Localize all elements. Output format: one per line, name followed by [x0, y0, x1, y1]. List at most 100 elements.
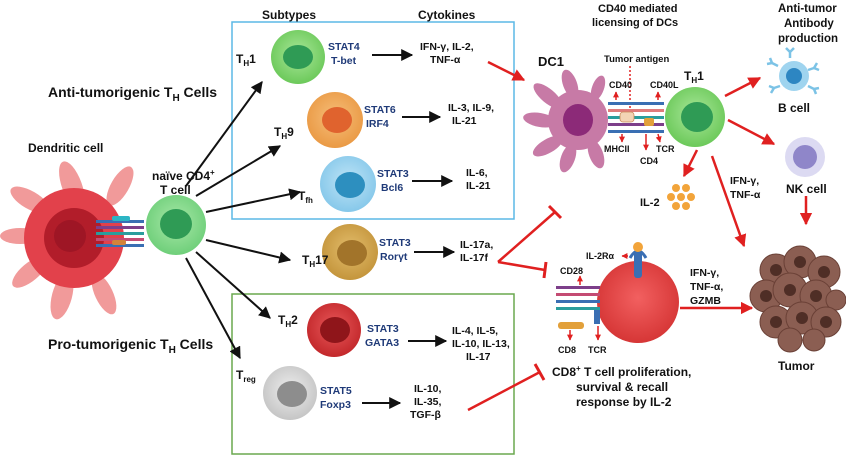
arrow-to-tfh	[205, 188, 302, 213]
th17-cyt-line2: IL-17f	[460, 252, 489, 264]
th1-effector-line1: IFN-γ,	[730, 175, 759, 187]
th2-cyt-line1: IL-4, IL-5,	[452, 325, 498, 337]
tumor-antigen-label: Tumor antigen	[604, 54, 669, 65]
treg-inhibit-bar	[533, 363, 546, 381]
th1-to-il2-arrow	[682, 149, 699, 178]
il2-label: IL-2	[640, 197, 660, 209]
cd8-caption-line3: response by IL-2	[576, 395, 672, 409]
naive-label-line1: naïve CD4+	[152, 168, 215, 183]
antibody-line1: Anti-tumor	[778, 3, 837, 15]
naive-cd4-t-cell	[146, 195, 206, 255]
arrow-to-th17	[205, 239, 292, 264]
th17-label: TH17	[302, 253, 329, 269]
treg-cyt-line1: IL-10,	[414, 383, 442, 395]
anti-tumor-box	[231, 21, 515, 220]
treg-label: Treg	[236, 368, 256, 384]
th17-tf2: Rorγt	[380, 251, 408, 263]
antibody-line3: production	[778, 33, 838, 45]
th2-tf1: STAT3	[367, 323, 399, 335]
th17-inhibit-bar-1	[547, 204, 563, 220]
tfh-tf1: STAT3	[377, 168, 409, 180]
cytokines-header: Cytokines	[418, 8, 476, 22]
cd8-tcr-label: TCR	[588, 345, 607, 355]
differentiation-arrows	[185, 81, 302, 360]
subtypes-header: Subtypes	[262, 8, 316, 22]
th1-tf1: STAT4	[328, 41, 360, 53]
dc1-th1-synapse	[608, 91, 664, 151]
cd40-label: CD40	[609, 80, 632, 90]
tumor-mass	[749, 245, 846, 353]
arrow-to-th2	[195, 251, 271, 319]
pro-tumor-box	[231, 293, 515, 455]
treg-cell	[263, 366, 317, 420]
arrow-to-th1	[185, 81, 263, 187]
cd8-label: CD8	[558, 345, 576, 355]
tfh-cell	[320, 156, 376, 212]
b-cell	[766, 47, 820, 95]
th17-inhibit-bar-2	[542, 261, 548, 279]
th17-inhibit-line-2	[497, 260, 546, 272]
il2-particles	[667, 184, 695, 210]
anti-tumor-label: Anti-tumorigenic TH Cells	[48, 84, 217, 104]
th9-cyt-line2: IL-21	[452, 115, 477, 127]
naive-label-line2: T cell	[160, 183, 191, 197]
dc-licensing-line1: CD40 mediated	[598, 3, 677, 15]
th1-to-tumor-arrow	[710, 155, 747, 248]
th1-cell	[271, 30, 325, 84]
th2-cyt-line2: IL-10, IL-13,	[452, 338, 510, 350]
treg-tf1: STAT5	[320, 385, 352, 397]
cd8-effector-line3: GZMB	[690, 295, 721, 307]
nk-cell-label: NK cell	[786, 182, 827, 196]
tfh-label: Tfh	[298, 189, 313, 205]
th1-cyt-line1: IFN-γ, IL-2,	[420, 41, 474, 53]
th1-effector-line2: TNF-α	[730, 189, 761, 201]
dc1-label: DC1	[538, 54, 564, 69]
cd8-t-cell	[597, 242, 679, 343]
treg-inhibit-line	[467, 370, 541, 412]
antibody-line2: Antibody	[784, 18, 834, 30]
treg-cyt-line2: IL-35,	[414, 396, 442, 408]
cd8-caption-line1: CD8+ T cell proliferation,	[552, 364, 691, 379]
th9-cell	[307, 92, 363, 148]
tumor-label: Tumor	[778, 359, 815, 373]
dc-licensing-line2: licensing of DCs	[592, 17, 678, 29]
th17-cell	[322, 224, 378, 280]
th17-inhibit-line-1	[497, 211, 556, 263]
dc-cd4-label: CD4	[640, 156, 658, 166]
th1-label: TH1	[236, 52, 256, 68]
arrow-to-th9	[195, 145, 282, 197]
th17-tf1: STAT3	[379, 237, 411, 249]
mhcii-label: MHCII	[604, 144, 630, 154]
activated-th1-label: TH1	[684, 69, 704, 85]
tfh-tf2: Bcl6	[381, 182, 403, 194]
cd8-effector-line1: IFN-γ,	[690, 267, 719, 279]
dc1-cell	[523, 69, 608, 173]
dc-naive-synapse	[96, 216, 144, 247]
red-arrows	[467, 60, 813, 412]
th9-tf2: IRF4	[366, 118, 389, 130]
th17-cyt-line1: IL-17a,	[460, 239, 493, 251]
dc-tcr-label: TCR	[656, 144, 675, 154]
th2-cell	[307, 303, 361, 357]
th1-to-bcell-arrow	[724, 76, 762, 98]
arrow-to-treg	[185, 257, 241, 360]
nk-cell	[785, 137, 825, 177]
pro-tumor-label: Pro-tumorigenic TH Cells	[48, 336, 213, 356]
th1-tf2: T-bet	[331, 55, 357, 67]
cd28-label: CD28	[560, 266, 583, 276]
activated-th1-cell	[665, 87, 725, 147]
treg-tf2: Foxp3	[320, 399, 351, 411]
th9-tf1: STAT6	[364, 104, 396, 116]
cd8-caption-line2: survival & recall	[576, 380, 668, 394]
cd8-effector-line2: TNF-α,	[690, 281, 723, 293]
cd40l-label: CD40L	[650, 80, 679, 90]
dendritic-cell	[0, 161, 134, 320]
th1-to-dc1-arrow	[487, 60, 526, 82]
th2-cyt-line3: IL-17	[466, 351, 491, 363]
tfh-cyt-line2: IL-21	[466, 180, 491, 192]
dendritic-cell-label: Dendritic cell	[28, 141, 103, 155]
th9-label: TH9	[274, 125, 294, 141]
b-cell-label: B cell	[778, 101, 810, 115]
th2-label: TH2	[278, 313, 298, 329]
